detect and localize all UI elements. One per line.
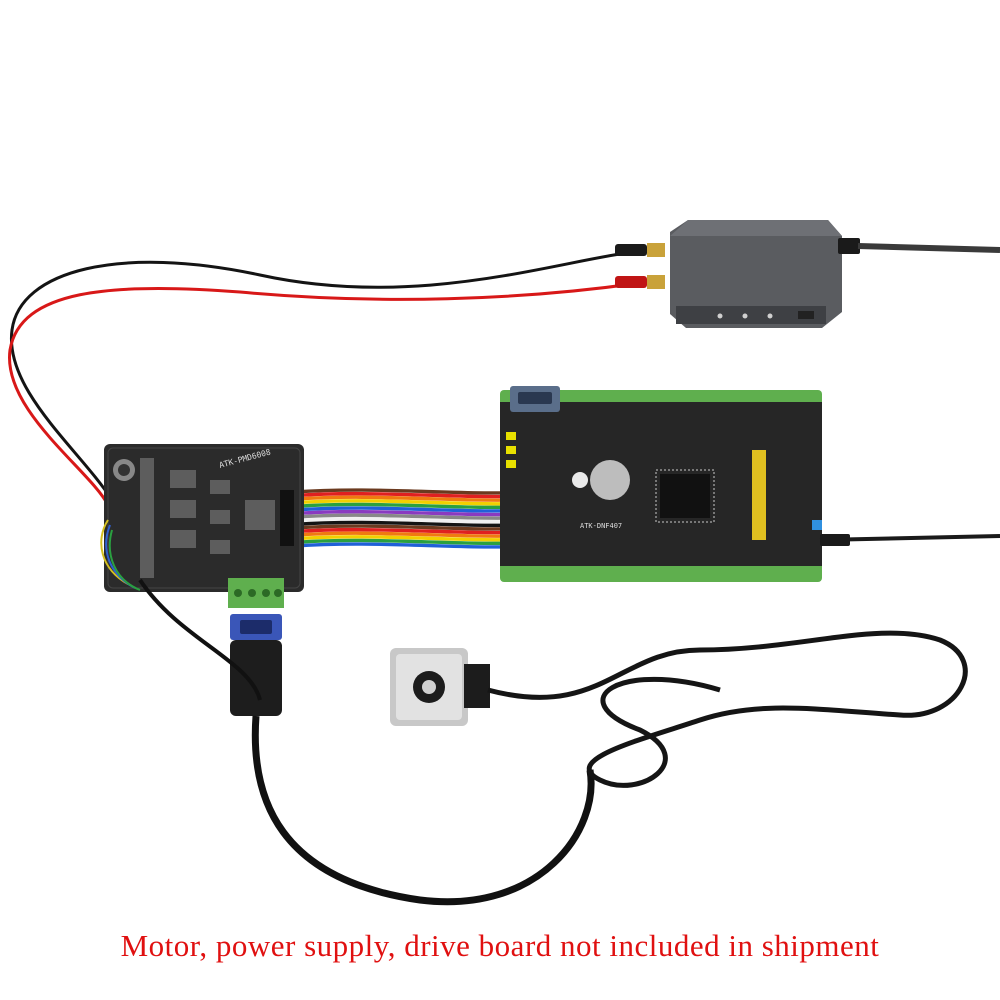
pin-header-strip bbox=[752, 450, 766, 540]
black-power-wire bbox=[9, 249, 641, 501]
vga-connector bbox=[230, 614, 595, 906]
mcu-chip bbox=[660, 474, 710, 518]
stepper-motor bbox=[390, 630, 968, 788]
power-supply-box bbox=[670, 220, 1000, 328]
black-plug bbox=[615, 244, 647, 256]
gold-jack-bottom bbox=[647, 275, 665, 289]
red-plug bbox=[615, 276, 647, 288]
driver-long-cable bbox=[138, 578, 262, 701]
red-power-wire bbox=[8, 281, 641, 506]
stepper-motor-cable bbox=[487, 630, 968, 788]
main-development-board: ATK-DNF407 bbox=[500, 386, 1000, 582]
motor-driver-board: ATK-PMD6008 bbox=[100, 444, 304, 608]
driver-header-pins bbox=[280, 490, 294, 546]
vga-cable bbox=[251, 715, 595, 906]
power-wires bbox=[8, 243, 665, 506]
power-box-cable bbox=[857, 243, 1000, 253]
dev-board-model-label: ATK-DNF407 bbox=[580, 522, 622, 530]
gold-jack-top bbox=[647, 243, 665, 257]
shipment-disclaimer-caption: Motor, power supply, drive board not inc… bbox=[120, 928, 880, 963]
power-box-cable-plug bbox=[838, 238, 860, 254]
coin-cell-holder bbox=[590, 460, 630, 500]
